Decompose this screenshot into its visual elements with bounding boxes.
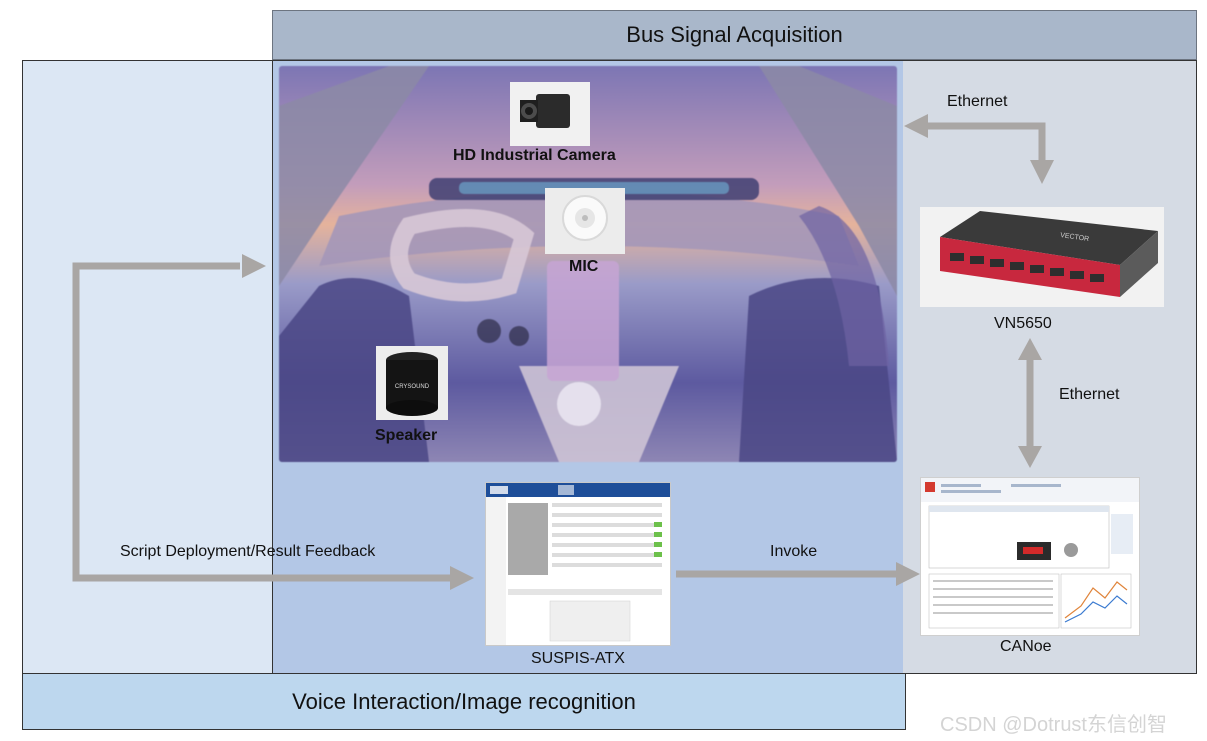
script-feedback-label: Script Deployment/Result Feedback xyxy=(120,543,376,560)
ethernet-side-label: Ethernet xyxy=(1059,386,1120,403)
canoe-label: CANoe xyxy=(1000,638,1052,655)
script-feedback-arrow xyxy=(72,262,452,582)
camera-label: HD Industrial Camera xyxy=(453,147,616,164)
ethernet-top-arrow xyxy=(928,122,1046,162)
voice-image-band: Voice Interaction/Image recognition xyxy=(22,674,906,730)
ethernet-top-label: Ethernet xyxy=(947,93,1008,110)
watermark: CSDN @Dotrust东信创智 xyxy=(940,714,1167,736)
vn5650-label: VN5650 xyxy=(994,315,1052,332)
speaker-brand: CRYSOUND xyxy=(395,384,430,390)
invoke-label: Invoke xyxy=(770,543,818,560)
left-panel xyxy=(22,60,274,674)
camera-icon xyxy=(510,82,590,146)
software-screenshot xyxy=(485,482,671,646)
bus-signal-acquisition-band: Bus Signal Acquisition xyxy=(272,10,1197,60)
arrowhead-to-canoe xyxy=(896,562,920,586)
arrowhead-to-car xyxy=(242,254,266,278)
speaker-icon: CRYSOUND xyxy=(376,346,448,420)
arrowhead-ethernet-down-2 xyxy=(1018,446,1042,468)
canoe-screenshot xyxy=(920,477,1140,636)
band-title-top: Bus Signal Acquisition xyxy=(626,22,843,47)
vector-brand: VECTOR xyxy=(1060,232,1090,243)
arrowhead-to-suspis xyxy=(450,566,474,590)
microphone-icon xyxy=(545,188,625,254)
arrowhead-ethernet-up xyxy=(1018,338,1042,360)
arrowhead-ethernet-left xyxy=(904,114,928,138)
band-title-bottom: Voice Interaction/Image recognition xyxy=(292,688,636,714)
suspis-label: SUSPIS-ATX xyxy=(531,650,625,667)
vector-interface-device: VECTOR xyxy=(920,207,1164,307)
speaker-label: Speaker xyxy=(375,427,438,444)
mic-label: MIC xyxy=(569,258,599,275)
arrowhead-ethernet-down xyxy=(1030,160,1054,184)
